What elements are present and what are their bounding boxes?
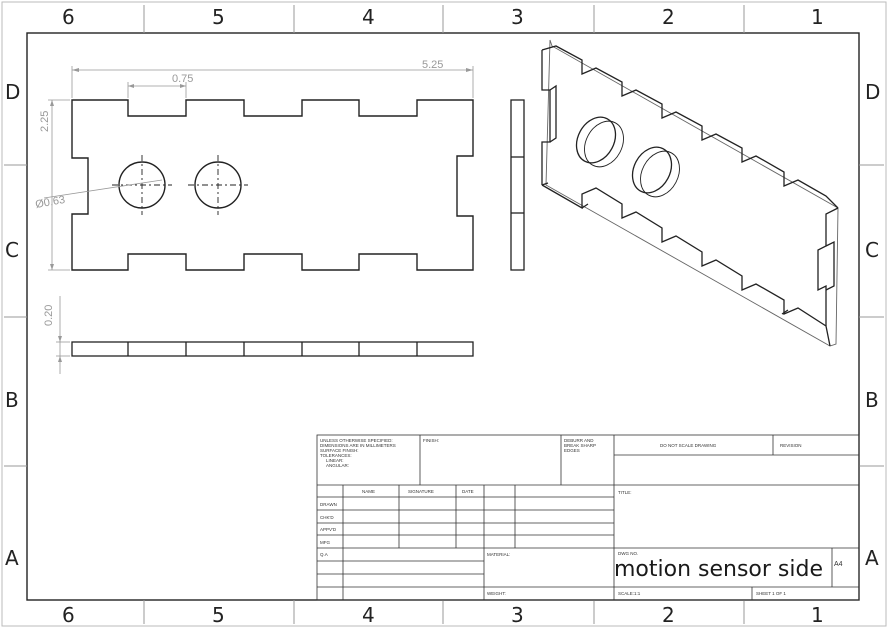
deburr-line: EDGES <box>564 448 580 453</box>
zone-col-bottom-5: 5 <box>212 603 225 627</box>
front-view <box>71 99 474 271</box>
sheet-label: SHEET 1 OF 1 <box>756 591 786 596</box>
dwg-no-label: DWG NO. <box>618 551 639 556</box>
zone-col-top-3: 3 <box>511 5 524 29</box>
isometric-view <box>541 39 839 347</box>
note-line: TOLERANCES: <box>320 453 352 458</box>
top-view <box>71 341 474 357</box>
note-line: DIMENSIONS ARE IN MILLIMETERS <box>320 443 396 448</box>
note-line: SURFACE FINISH: <box>320 448 359 453</box>
dim-height: 2.25 <box>39 111 51 132</box>
weight-label: WEIGHT: <box>487 591 506 596</box>
zone-row-right-d: D <box>865 80 881 104</box>
zone-row-left-c: C <box>5 238 19 262</box>
side-view <box>510 99 525 271</box>
general-notes: UNLESS OTHERWISE SPECIFIED: DIMENSIONS A… <box>320 438 396 468</box>
zone-row-left-b: B <box>5 388 19 412</box>
zone-col-bottom-1: 1 <box>811 603 824 627</box>
plate-outline <box>71 99 474 271</box>
title-block <box>316 434 860 601</box>
zone-row-left-d: D <box>5 80 21 104</box>
centerlines <box>112 155 248 215</box>
row-label-qa: Q.A <box>320 552 328 557</box>
zone-col-top-6: 6 <box>62 5 75 29</box>
dimension-lines <box>43 66 474 374</box>
zone-col-top-5: 5 <box>212 5 225 29</box>
iso-hole-2 <box>631 146 673 194</box>
row-label-mfg: MFG <box>320 540 330 545</box>
do-not-scale: DO NOT SCALE DRAWING <box>660 443 717 448</box>
col-header-signature: SIGNATURE <box>408 489 434 494</box>
sheet-size: A4 <box>834 561 843 568</box>
dim-tab-width: 0.75 <box>172 73 193 85</box>
deburr-line: DEBURR AND <box>564 438 594 443</box>
note-line: LINEAR: <box>326 458 344 463</box>
zone-col-bottom-2: 2 <box>662 603 675 627</box>
row-label-chkd: CHK'D <box>320 515 334 520</box>
deburr-line: BREAK SHARP <box>564 443 597 448</box>
col-header-date: DATE <box>462 489 474 494</box>
zone-col-top-1: 1 <box>811 5 824 29</box>
col-header-name: NAME <box>362 489 376 494</box>
note-line: ANGULAR: <box>326 463 350 468</box>
zone-col-bottom-4: 4 <box>362 603 375 627</box>
material-label: MATERIAL: <box>487 552 511 557</box>
dimension-arrows <box>50 68 473 362</box>
iso-hole-1 <box>575 116 617 164</box>
dim-hole-diameter: Ø0.63 <box>34 194 66 211</box>
deburr-notes: DEBURR AND BREAK SHARP EDGES <box>564 438 596 453</box>
zone-row-left-a: A <box>5 546 19 570</box>
drawing-title: motion sensor side <box>614 557 823 582</box>
scale-label: SCALE:1:1 <box>618 591 641 596</box>
title-label: TITLE: <box>618 490 632 495</box>
zone-row-right-b: B <box>865 388 879 412</box>
zone-col-bottom-6: 6 <box>62 603 75 627</box>
drawing-frame <box>26 32 860 601</box>
dimension-labels: 5.25 0.75 2.25 Ø0.63 0.20 <box>34 59 443 326</box>
row-label-drawn: DRAWN <box>320 502 337 507</box>
dim-overall-length: 5.25 <box>422 59 443 71</box>
dim-thickness: 0.20 <box>43 305 55 326</box>
zone-col-top-2: 2 <box>662 5 675 29</box>
zone-row-right-a: A <box>865 546 879 570</box>
zone-col-bottom-3: 3 <box>511 603 524 627</box>
zone-row-right-c: C <box>865 238 879 262</box>
row-label-appvd: APPV'D <box>320 527 337 532</box>
revision-label: REVISION <box>780 443 802 448</box>
note-line: UNLESS OTHERWISE SPECIFIED: <box>320 438 393 443</box>
finish-label: FINISH: <box>423 438 440 443</box>
zone-col-top-4: 4 <box>362 5 375 29</box>
zone-ticks <box>4 5 884 624</box>
